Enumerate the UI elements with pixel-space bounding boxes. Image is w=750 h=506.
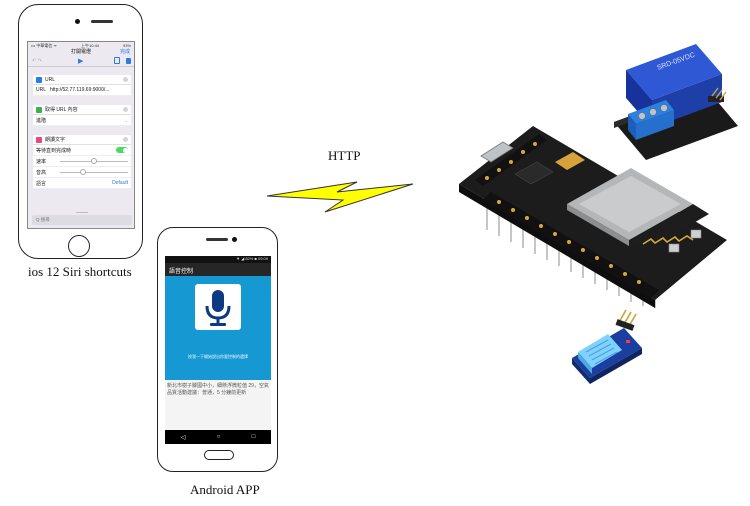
ios-battery: 93% xyxy=(122,43,131,48)
remove-action-icon[interactable] xyxy=(123,107,128,112)
home-button[interactable] xyxy=(68,235,90,257)
shortcut-title-bar: 打開電燈 完成 xyxy=(28,48,134,56)
url-card-header: URL xyxy=(33,75,131,85)
rate-label: 速率 xyxy=(36,158,47,165)
remove-action-icon[interactable] xyxy=(123,77,128,82)
app-title: 語音控制 xyxy=(165,263,271,276)
advanced-row[interactable]: 進階 ⌄ xyxy=(33,115,131,126)
android-device: ▼ ◢ 82% ■ 09:09 語音控制 按我一下開始說出你要控制的選擇 新北市… xyxy=(157,227,278,472)
earpiece-speaker xyxy=(206,238,228,241)
front-camera xyxy=(232,237,237,242)
advanced-label: 進階 xyxy=(36,117,47,124)
earpiece-speaker xyxy=(91,20,113,23)
http-label: HTTP xyxy=(328,148,361,163)
nodemcu-esp8266-board xyxy=(459,126,727,308)
undo-redo-icon[interactable]: ↶ ↷ xyxy=(32,58,42,64)
lightning-bolt-icon xyxy=(266,181,414,213)
speak-card-header: 朗讀文字 xyxy=(33,135,131,145)
relay-module: SRD-05VDC xyxy=(614,44,738,160)
get-url-card: 取得 URL 內容 進階 ⌄ xyxy=(33,105,131,126)
speak-card-title: 朗讀文字 xyxy=(45,137,66,143)
rate-slider[interactable] xyxy=(60,158,128,164)
android-caption: Android APP xyxy=(190,482,260,497)
language-row[interactable]: 語言 Default xyxy=(33,178,131,189)
language-label: 語言 xyxy=(36,180,47,187)
shortcut-toolbar: ↶ ↷ ▶ xyxy=(28,56,134,67)
speak-text-card: 朗讀文字 等待直到完成時 速率 音高 語言 Default xyxy=(33,135,131,189)
wait-until-finished-row: 等待直到完成時 xyxy=(33,145,131,156)
play-icon[interactable]: ▶ xyxy=(78,58,84,65)
done-button[interactable]: 完成 xyxy=(119,49,130,55)
front-camera xyxy=(75,19,80,24)
link-icon xyxy=(36,76,42,83)
shortcut-title: 打開電燈 xyxy=(70,49,91,55)
search-field[interactable]: Q 搜尋 xyxy=(32,215,132,225)
ios-clock: 上午10:44 xyxy=(81,43,100,48)
get-url-card-title: 取得 URL 內容 xyxy=(45,107,78,113)
download-icon xyxy=(36,106,42,113)
pitch-row: 音高 xyxy=(33,167,131,178)
remove-action-icon[interactable] xyxy=(123,137,128,142)
speaker-icon xyxy=(36,136,42,143)
url-action-card: URL URL http://52.77.119.69:9000/... xyxy=(33,75,131,96)
chevron-down-icon: ⌄ xyxy=(124,117,128,123)
pitch-slider-knob[interactable] xyxy=(80,169,87,175)
ios-carrier: ••• 中華電信 ᯤ xyxy=(31,43,58,48)
android-nav-bar: ◁ ○ □ xyxy=(165,430,271,444)
android-status-bar: ▼ ◢ 82% ■ 09:09 xyxy=(165,256,271,263)
sheet-grabber[interactable] xyxy=(76,211,88,213)
ios-caption: ios 12 Siri shortcuts xyxy=(28,264,132,279)
microphone-button[interactable] xyxy=(195,284,241,330)
url-value[interactable]: http://52.77.119.69:9000/... xyxy=(50,87,110,93)
android-screen: ▼ ◢ 82% ■ 09:09 語音控制 按我一下開始說出你要控制的選擇 新北市… xyxy=(165,256,271,444)
rate-row: 速率 xyxy=(33,156,131,167)
wait-toggle[interactable] xyxy=(116,147,128,153)
dht11-sensor-module xyxy=(572,309,642,384)
pitch-slider[interactable] xyxy=(60,169,128,175)
wait-label: 等待直到完成時 xyxy=(36,147,72,154)
settings-toggle-icon[interactable] xyxy=(126,58,131,64)
rate-slider-knob[interactable] xyxy=(90,158,97,164)
iphone-device: ••• 中華電信 ᯤ 上午10:44 93% 打開電燈 完成 ↶ ↷ ▶ URL… xyxy=(18,4,143,259)
home-button[interactable] xyxy=(204,450,234,460)
ios-status-bar: ••• 中華電信 ᯤ 上午10:44 93% xyxy=(28,42,134,48)
url-card-title: URL xyxy=(45,76,56,83)
url-row-label: URL xyxy=(36,87,47,93)
voice-panel: 按我一下開始說出你要控制的選擇 xyxy=(165,276,271,380)
language-value[interactable]: Default xyxy=(112,180,128,186)
voice-hint: 按我一下開始說出你要控制的選擇 xyxy=(188,354,248,359)
recent-apps-icon[interactable]: □ xyxy=(251,434,256,440)
pitch-label: 音高 xyxy=(36,169,47,176)
url-row[interactable]: URL http://52.77.119.69:9000/... xyxy=(33,85,131,96)
microphone-icon xyxy=(205,290,231,326)
back-icon[interactable]: ◁ xyxy=(180,434,186,441)
home-icon[interactable]: ○ xyxy=(216,434,221,440)
speech-result-text: 新北市樹子腳國中小，細懸浮微粒值 29，空氣品質活動建議：普通，5 分鐘前更新 xyxy=(165,380,271,430)
get-url-card-header: 取得 URL 內容 xyxy=(33,105,131,115)
share-icon[interactable] xyxy=(114,57,120,64)
iphone-screen: ••• 中華電信 ᯤ 上午10:44 93% 打開電燈 完成 ↶ ↷ ▶ URL… xyxy=(27,41,135,229)
